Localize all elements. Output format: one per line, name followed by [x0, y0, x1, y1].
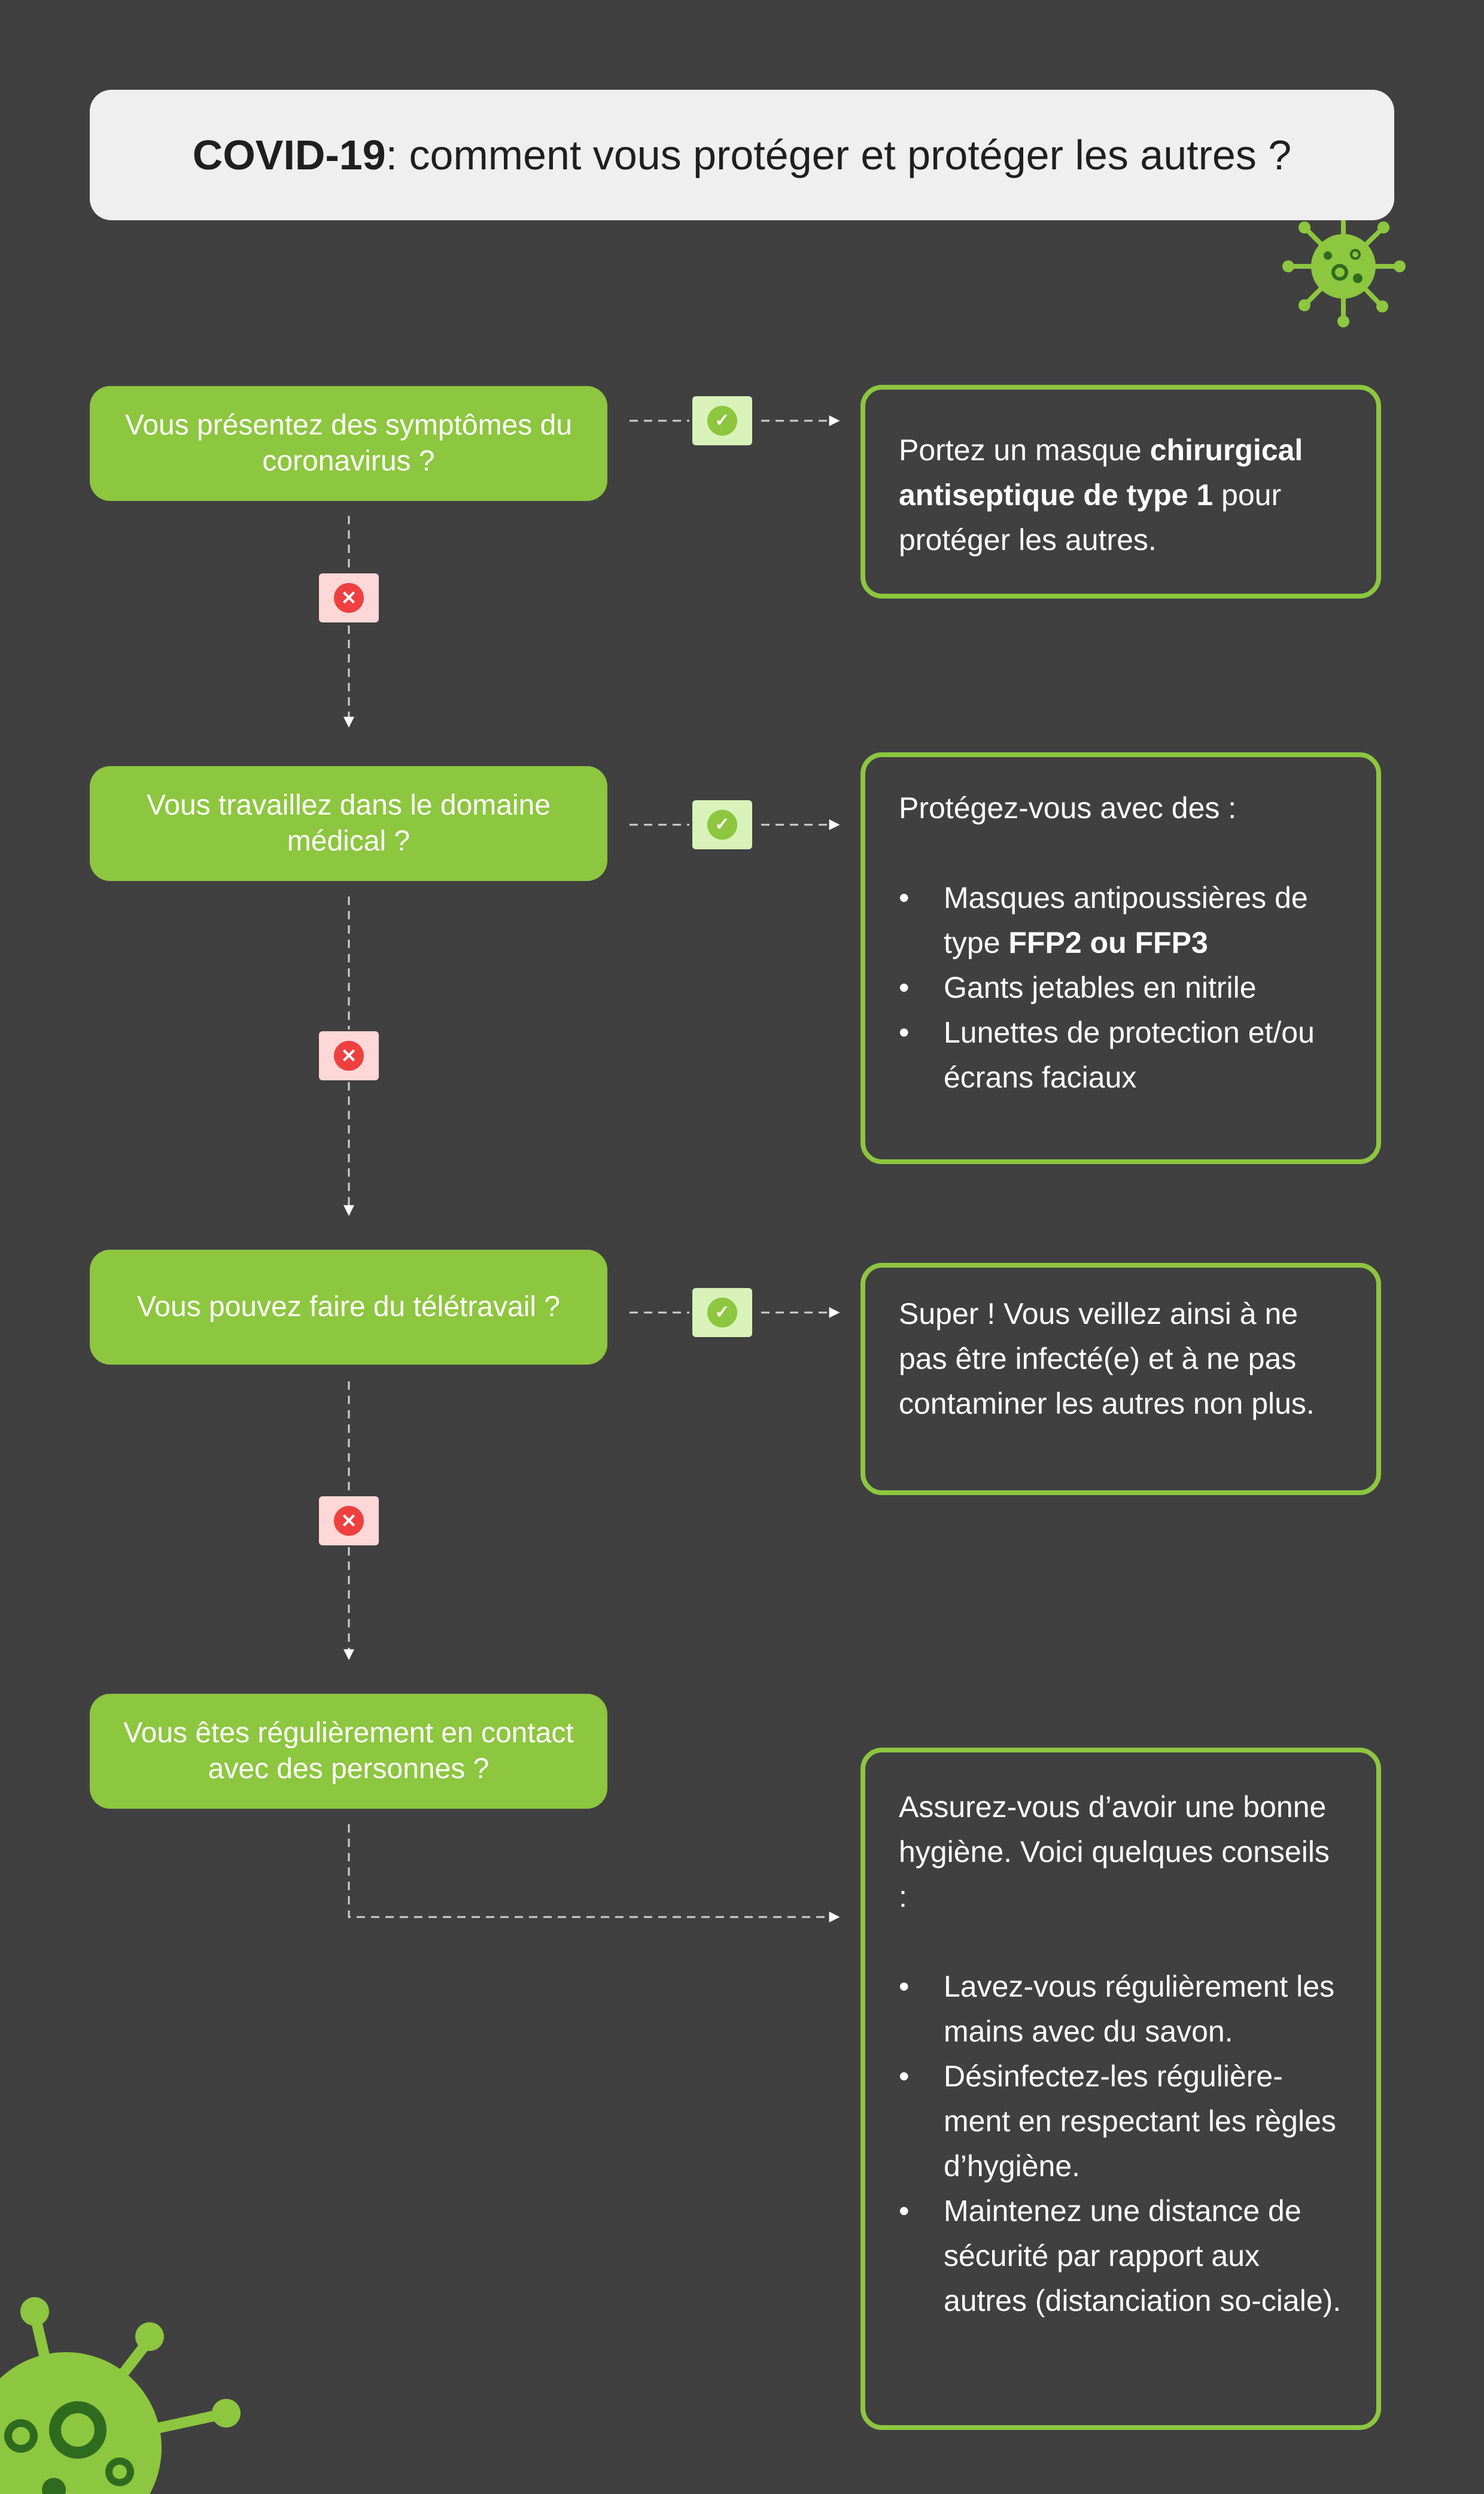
virus-icon-small	[1282, 205, 1406, 327]
check-icon: ✓	[707, 1298, 737, 1327]
answer-medical-intro: Protégez-vous avec des :	[899, 791, 1237, 825]
cross-icon: ✕	[334, 1506, 364, 1536]
list-item: Masques antipoussières de type FFP2 ou F…	[899, 876, 1343, 965]
list-item: Désinfectez-les régulière-ment en respec…	[899, 2054, 1343, 2189]
list-item: Maintenez une distance de sécurité par r…	[899, 2189, 1343, 2323]
list-item: Lunettes de protection et/ou écrans faci…	[899, 1010, 1343, 1100]
answer-mask-post: pour protéger les autres.	[899, 478, 1282, 557]
yes-badge-2: ✓	[692, 800, 752, 849]
question-symptoms: Vous présentez des symptômes du coronavi…	[90, 386, 607, 501]
answer-mask-pre: Portez un masque	[899, 433, 1150, 467]
answer-hygiene: Assurez-vous d’avoir une bonne hygiène. …	[860, 1748, 1381, 2430]
title-banner: COVID-19: comment vous protéger et proté…	[90, 90, 1394, 220]
list-item: Lavez-vous régulièrement les mains avec …	[899, 1964, 1343, 2054]
title-bold: COVID-19	[192, 132, 386, 178]
answer-medical: Protégez-vous avec des : Masques antipou…	[860, 752, 1381, 1164]
question-medical: Vous travaillez dans le domaine médical …	[90, 766, 607, 881]
yes-badge-1: ✓	[692, 396, 752, 445]
answer-mask: Portez un masque chirurgical antiseptiqu…	[860, 385, 1381, 599]
no-badge-1: ✕	[319, 573, 379, 622]
answer-telework: Super ! Vous veillez ainsi à ne pas être…	[860, 1263, 1381, 1495]
title-rest: : comment vous protéger et protéger les …	[385, 132, 1292, 178]
check-icon: ✓	[707, 810, 737, 840]
cross-icon: ✕	[334, 583, 364, 613]
check-icon: ✓	[707, 406, 737, 436]
answer-telework-text: Super ! Vous veillez ainsi à ne pas être…	[899, 1297, 1315, 1420]
virus-icon-large	[0, 2297, 241, 2494]
question-contact: Vous êtes régulièrement en contact avec …	[90, 1694, 607, 1809]
list-item: Gants jetables en nitrile	[899, 965, 1343, 1010]
yes-badge-3: ✓	[692, 1288, 752, 1337]
answer-hygiene-list: Lavez-vous régulièrement les mains avec …	[899, 1964, 1343, 2323]
cross-icon: ✕	[334, 1041, 364, 1071]
answer-medical-list: Masques antipoussières de type FFP2 ou F…	[899, 876, 1343, 1100]
final-connector	[348, 1824, 840, 1922]
no-badge-3: ✕	[319, 1496, 379, 1545]
question-telework: Vous pouvez faire du télétravail ?	[90, 1250, 607, 1365]
no-badge-2: ✕	[319, 1031, 379, 1080]
answer-mask-text: Portez un masque chirurgical antiseptiqu…	[899, 428, 1343, 563]
answer-hygiene-intro: Assurez-vous d’avoir une bonne hygiène. …	[899, 1790, 1330, 1913]
answer-mask-bold: chirurgical antiseptique de type 1	[899, 433, 1303, 512]
page-title: COVID-19: comment vous protéger et proté…	[193, 131, 1291, 179]
